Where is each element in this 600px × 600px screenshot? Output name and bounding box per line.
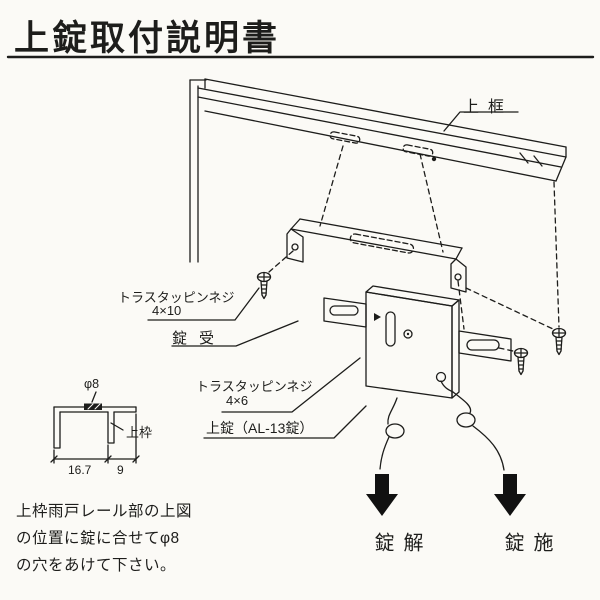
unlock-arrow-icon (366, 474, 398, 516)
note-line: の位置に錠に合せてφ8 (16, 530, 180, 547)
unlock-label: 解錠 (371, 532, 422, 567)
lock-arrow-icon (494, 474, 526, 516)
lock-action-label: 施錠 (501, 532, 552, 567)
indicator-arrow-icon (374, 313, 381, 321)
rail-label: 上框 (463, 99, 514, 116)
rail-drawing (197, 78, 567, 182)
truss-screw-4x6-size: 4×6 (226, 393, 249, 408)
screw-icon (256, 271, 272, 300)
truss-screw-4x10-size: 4×10 (152, 303, 182, 318)
leader-lines (91, 111, 519, 439)
lock-model-label: 上錠（AL-13錠） (206, 420, 314, 436)
dimension-9: 9 (117, 463, 124, 477)
page-title: 上錠取付説明書 (14, 19, 281, 58)
note-line: の穴をあけて下さい。 (16, 557, 177, 574)
drill-hole-mark (84, 403, 102, 410)
upper-frame-label: 上枠 (126, 425, 153, 440)
lock-body-drawing (323, 285, 512, 399)
receiver-bracket-drawing (286, 218, 467, 293)
receiver-label: 錠受 (172, 330, 227, 347)
truss-screw-4x6-label: トラスタッピンネジ (196, 379, 313, 394)
instruction-note: 上枠雨戸レール部の上図 の位置に錠に合せてφ8 の穴をあけて下さい。 (16, 498, 231, 579)
door-frame-drawing (189, 79, 207, 263)
truss-screw-4x10-label: トラスタッピンネジ (118, 290, 235, 305)
hole-diameter-label: φ8 (84, 377, 100, 391)
rail-cross-section-drawing (50, 403, 140, 464)
alignment-dashed-lines (268, 145, 560, 352)
dimension-16-7: 16.7 (68, 463, 92, 477)
note-line: 上枠雨戸レール部の上図 (16, 503, 193, 520)
screw-icon (551, 327, 567, 356)
screw-icon (513, 347, 529, 376)
lock-cords-drawing (379, 380, 505, 471)
direction-arrows (366, 474, 526, 516)
